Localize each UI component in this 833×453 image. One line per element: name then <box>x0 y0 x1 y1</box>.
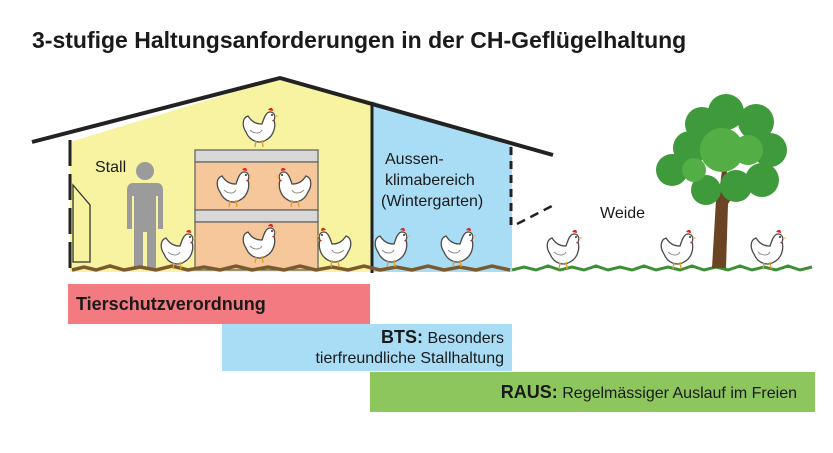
level-tierschutzverordnung: Tierschutzverordnung <box>68 284 370 324</box>
level-bts: BTS: Besonders tierfreundliche Stallhalt… <box>222 324 512 371</box>
hen-pasture-1 <box>546 229 584 270</box>
stall-ground <box>71 264 511 272</box>
level-tierschutzverordnung-label: Tierschutzverordnung <box>76 294 266 314</box>
level-raus: RAUS: Regelmässiger Auslauf im Freien <box>370 372 815 412</box>
diagram-title: 3-stufige Haltungsanforderungen in der C… <box>32 27 687 53</box>
transition-dash <box>516 204 553 226</box>
tree <box>656 94 787 268</box>
label-aussenklimabereich-1: Aussen- <box>385 151 444 168</box>
person-figure <box>127 162 163 268</box>
level-raus-text: Regelmässiger Auslauf im Freien <box>562 385 797 402</box>
level-raus-abbr: RAUS: <box>500 382 558 402</box>
hen-pasture-2 <box>660 229 698 270</box>
hen-pasture-3 <box>750 229 788 270</box>
label-wintergarten: (Wintergarten) <box>381 193 484 210</box>
roof <box>31 76 554 157</box>
label-weide: Weide <box>600 205 646 222</box>
label-aussenklimabereich-2: klimabereich <box>385 172 475 189</box>
wintergarten-area <box>372 101 512 272</box>
level-bts-line1: Besonders <box>427 330 505 347</box>
label-stall: Stall <box>95 159 127 176</box>
level-bts-abbr: BTS: <box>381 327 424 347</box>
level-bts-line2: tierfreundliche Stallhaltung <box>315 350 504 367</box>
stall-window <box>72 183 91 263</box>
pasture-grass <box>511 264 813 272</box>
